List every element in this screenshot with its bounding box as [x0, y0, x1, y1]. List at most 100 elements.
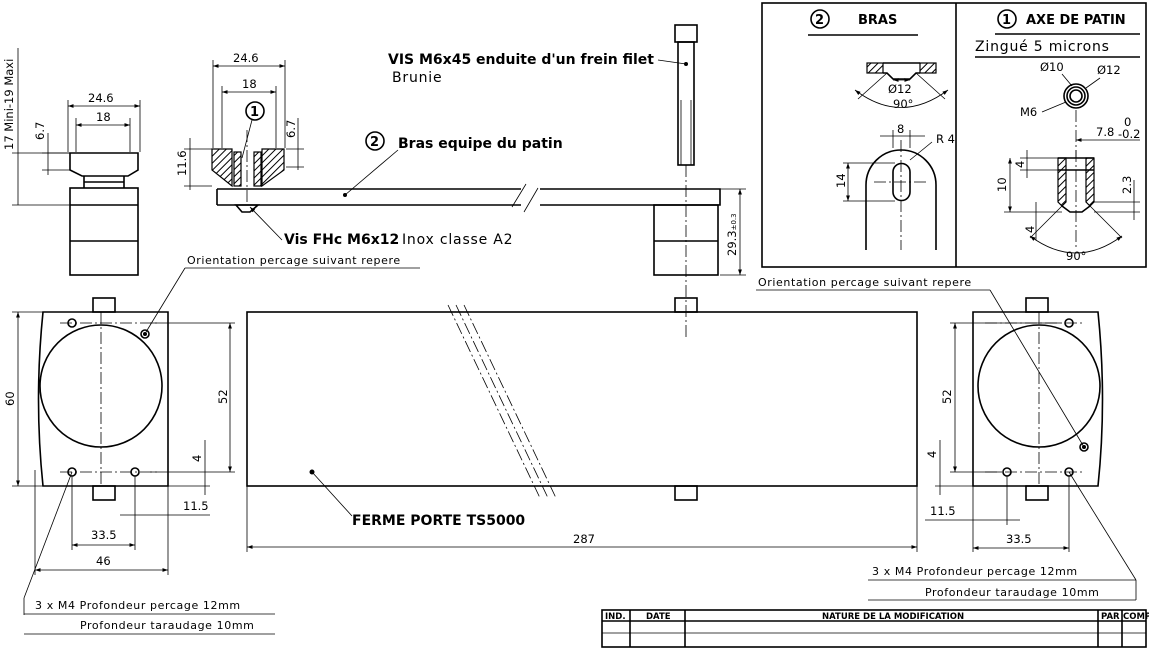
screw-head-m6x45	[674, 24, 698, 43]
bras-detail: 2 BRAS Ø12 90° 8 R 4 14	[808, 9, 955, 250]
axe-4b: 4	[1023, 226, 1037, 233]
axe-top-outer	[1063, 83, 1089, 109]
bras-title: BRAS	[858, 13, 897, 28]
axe-tol-up: 0	[1124, 115, 1131, 129]
leader-line	[145, 267, 186, 333]
dim-33-5-right: 33.5	[1006, 532, 1032, 546]
angle-line	[857, 72, 888, 100]
patin-body	[69, 187, 139, 276]
center-plan-view: FERME PORTE TS5000 287	[246, 297, 918, 552]
orientation-right: Orientation percage suivant repere	[758, 276, 972, 289]
tb-date: DATE	[646, 612, 671, 622]
axe-detail: 1 AXE DE PATIN Zingué 5 microns Ø10 Ø12 …	[975, 9, 1140, 263]
hole	[67, 318, 77, 328]
leader-dot	[343, 193, 347, 197]
axe-section-right	[1085, 157, 1095, 207]
axle-section	[233, 151, 242, 187]
m4-left-1: 3 x M4 Profondeur percage 12mm	[35, 599, 241, 612]
balloon-1-label: 1	[250, 105, 259, 120]
dim-6-7-mid: 6.7	[284, 120, 298, 138]
left-plan-view: Orientation percage suivant repere 60 52…	[3, 254, 420, 635]
screw-shank	[677, 41, 695, 166]
dim-11-5-right: 11.5	[930, 504, 956, 518]
angle-line	[1089, 205, 1123, 239]
axe-4a: 4	[1013, 161, 1027, 168]
bras-8: 8	[897, 122, 904, 136]
axe-2-3: 2.3	[1120, 176, 1134, 194]
lug-top	[1025, 297, 1049, 313]
vis-fhc-label: Vis FHc M6x12	[284, 232, 399, 248]
lug-bottom	[92, 485, 116, 501]
bras-r4: R 4	[936, 132, 955, 146]
dim-11-5-left: 11.5	[183, 499, 209, 513]
axe-90: 90°	[1066, 249, 1086, 263]
title-block-border	[601, 609, 1147, 648]
dim-11-6: 11.6	[175, 150, 189, 176]
dim-52-left: 52	[216, 389, 230, 404]
leader-line	[344, 149, 399, 196]
axe-top-mid	[1066, 86, 1086, 106]
leader-line	[909, 141, 933, 161]
angle-line	[915, 72, 946, 100]
brunie-label: Brunie	[392, 70, 442, 86]
title-block: IND. DATE NATURE DE LA MODIFICATION PAR …	[601, 609, 1149, 648]
m4-right-1: 3 x M4 Profondeur percage 12mm	[872, 565, 1078, 578]
m4-right-2: Profondeur taraudage 10mm	[925, 586, 1099, 599]
leader-line	[1068, 471, 1137, 581]
height-range-label: 17 Mini-19 Maxi	[2, 59, 16, 150]
dim-33-5-left: 33.5	[91, 528, 117, 542]
inox-label: Inox classe A2	[402, 232, 513, 248]
leader-line	[657, 59, 687, 65]
closer-lug-top	[674, 297, 698, 313]
hole-marked	[140, 329, 150, 339]
m4-left-2: Profondeur taraudage 10mm	[80, 619, 254, 632]
dim-60: 60	[3, 391, 17, 406]
break-line	[447, 304, 541, 499]
angle-arc	[854, 89, 949, 108]
leader-line	[23, 471, 73, 599]
detail-frame	[761, 2, 1147, 268]
patin-section-right	[261, 148, 285, 188]
tb-par: PAR	[1101, 612, 1120, 622]
dim-6-7-left: 6.7	[33, 122, 47, 140]
hole-mark	[1082, 445, 1086, 449]
countersink-profile	[883, 62, 920, 80]
tb-ind: IND.	[605, 612, 626, 622]
leader-line	[1085, 77, 1101, 89]
axe-tol-down: -0.2	[1118, 127, 1140, 141]
left-side-view: 17 Mini-19 Maxi 24.6 18 6.7	[2, 48, 141, 276]
hole	[1064, 318, 1074, 328]
axe-balloon-num: 1	[1002, 13, 1011, 28]
axe-section-left	[1057, 157, 1067, 207]
dim-4-left: 4	[190, 455, 204, 462]
axle-section	[253, 151, 262, 187]
tb-comp: COMP.	[1123, 612, 1149, 622]
dim-52-right: 52	[940, 389, 954, 404]
closer-body	[246, 311, 918, 487]
dim-24-6-left: 24.6	[88, 91, 114, 105]
ferme-porte-label: FERME PORTE TS5000	[352, 513, 525, 529]
leader-line	[241, 119, 253, 159]
bras-balloon	[810, 9, 830, 29]
balloon-2-label: 2	[370, 135, 379, 150]
leader-line	[1061, 73, 1073, 87]
dim-29-3: 29.3±0.3	[725, 213, 739, 256]
dim-18-left: 18	[96, 110, 111, 124]
axe-d10: Ø10	[1040, 60, 1064, 74]
bras-90: 90°	[893, 97, 913, 111]
angle-line	[1029, 205, 1063, 239]
orientation-left: Orientation percage suivant repere	[187, 254, 401, 267]
right-plan-view: Orientation percage suivant repere 52 4 …	[756, 276, 1137, 601]
bras-section-right	[919, 62, 937, 74]
axe-finish: Zingué 5 microns	[975, 39, 1110, 55]
patin-head	[69, 152, 139, 177]
detail-border	[761, 2, 1147, 268]
closer-lug-bottom	[674, 485, 698, 501]
bras-section-left	[866, 62, 884, 74]
leader-line	[989, 289, 1085, 448]
tb-nature: NATURE DE LA MODIFICATION	[822, 612, 964, 622]
axe-7-8: 7.8	[1096, 125, 1114, 139]
vis-m6x45-label: VIS M6x45 enduite d'un frein filet	[388, 52, 654, 68]
bras-equipe-label: Bras equipe du patin	[398, 136, 563, 152]
